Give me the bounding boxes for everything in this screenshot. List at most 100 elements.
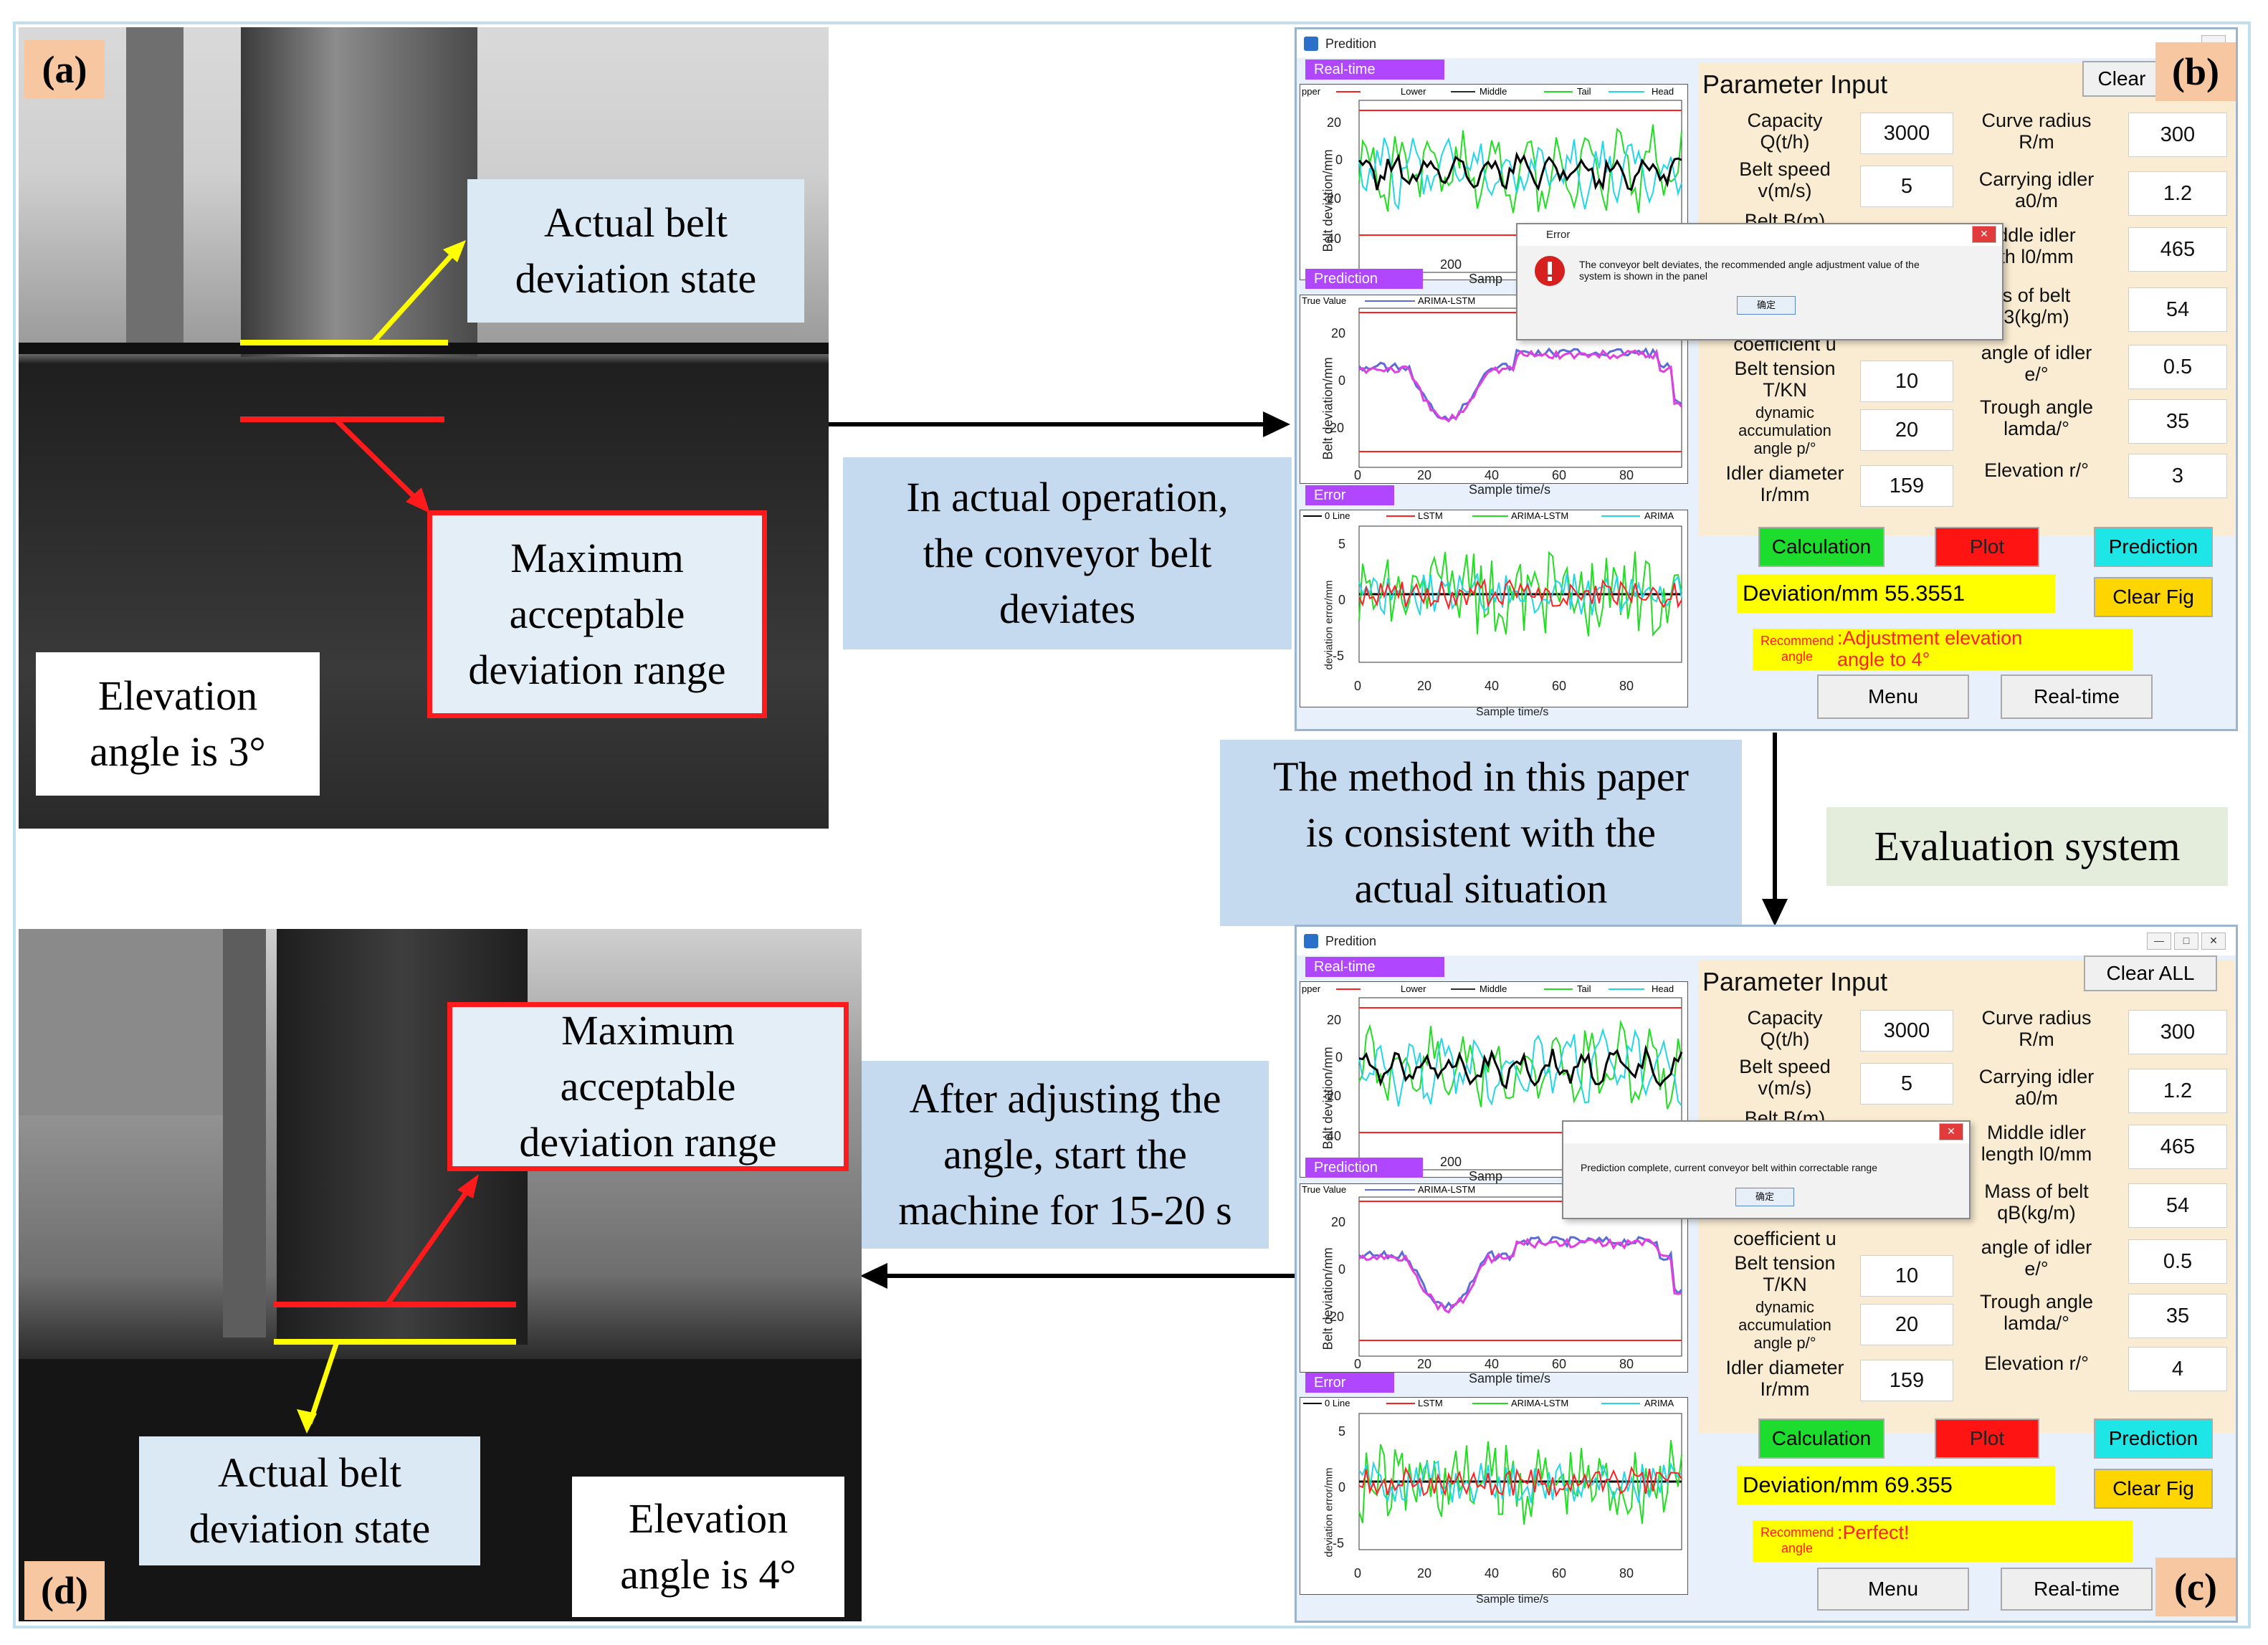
belt-mass-field[interactable]: 54 — [2128, 287, 2227, 332]
param-label: Capacity Q(t/h) — [1747, 110, 1823, 153]
pred-xtick-0: 0 — [1354, 1357, 1362, 1371]
param-label: Middle idler length l0/mm — [1981, 1122, 2092, 1165]
menu-button[interactable]: Menu — [1817, 674, 1969, 719]
deviation-display: Deviation/mm 69.355 — [1737, 1466, 2055, 1505]
belt-tension-field[interactable]: 10 — [1860, 361, 1953, 402]
calculation-button[interactable]: Calculation — [1758, 1418, 1885, 1459]
realtime-button[interactable]: Real-time — [2001, 1568, 2153, 1611]
err-ytick-0: 0 — [1338, 593, 1346, 607]
error-xlabel: Sample time/s — [1476, 706, 1549, 718]
true-value-trace — [1358, 1236, 1683, 1310]
close-icon[interactable]: ✕ — [2201, 933, 2226, 950]
after-adjusting-callout: After adjusting the angle, start the mac… — [862, 1061, 1269, 1249]
belt-speed-field[interactable]: 5 — [1860, 1063, 1953, 1105]
legend-middle: Middle — [1480, 86, 1507, 97]
dialog-close-icon[interactable]: ✕ — [1972, 226, 1996, 243]
param-label: angle of idler e/° — [1981, 342, 2092, 385]
elevation-field[interactable]: 4 — [2128, 1347, 2227, 1391]
belt-speed-field[interactable]: 5 — [1860, 166, 1953, 207]
clear-all-button[interactable]: Clear ALL — [2084, 955, 2217, 991]
param-label: coefficient u — [1733, 1228, 1836, 1249]
error-dialog: Error ✕ The conveyor belt deviates, the … — [1516, 223, 2003, 340]
carrying-idler-field[interactable]: 1.2 — [2128, 171, 2227, 216]
calculation-button[interactable]: Calculation — [1758, 527, 1885, 567]
err-xtick-80: 80 — [1619, 1566, 1634, 1580]
pred-ytick-20: 20 — [1331, 326, 1346, 340]
legend-true-value: True Value — [1302, 1184, 1346, 1195]
realtime-button[interactable]: Real-time — [2001, 674, 2153, 719]
plot-button[interactable]: Plot — [1935, 527, 2039, 567]
prediction-button[interactable]: Prediction — [2094, 1418, 2213, 1459]
parameter-input-title: Parameter Input — [1702, 70, 1888, 99]
prediction-xlabel: Sample time/s — [1469, 482, 1551, 497]
method-consistent-callout: The method in this paper is consistent w… — [1220, 740, 1742, 926]
param-label: angle of idler e/° — [1981, 1236, 2092, 1279]
actual-operation-callout: In actual operation, the conveyor belt d… — [843, 457, 1292, 649]
curve-radius-field[interactable]: 300 — [2128, 1010, 2227, 1054]
error-series — [1358, 1439, 1682, 1525]
app-window-b: Predition — Real-time pper Lower Middle … — [1295, 27, 2238, 731]
param-label: dynamic accumulation angle p/° — [1738, 1298, 1831, 1352]
capacity-field[interactable]: 3000 — [1860, 1010, 1953, 1052]
realtime-plot: pper Lower Middle Tail Head — [1300, 981, 1688, 1178]
idler-diameter-field[interactable]: 159 — [1860, 465, 1953, 507]
pred-xtick-0: 0 — [1354, 468, 1362, 482]
deviation-display: Deviation/mm 55.3551 — [1737, 574, 2055, 613]
param-label: Curve radius R/m — [1981, 1007, 2092, 1050]
err-xtick-60: 60 — [1552, 679, 1567, 693]
dialog-ok-button[interactable]: 确定 — [1735, 1188, 1794, 1206]
upper-trace — [1358, 1044, 1683, 1090]
param-label: Capacity Q(t/h) — [1747, 1007, 1823, 1050]
err-ytick-m5: -5 — [1333, 649, 1345, 663]
err-ytick-m5: -5 — [1333, 1536, 1345, 1550]
prediction-button[interactable]: Prediction — [2094, 527, 2213, 567]
realtime-ytick-0: 0 — [1335, 153, 1343, 167]
belt-tension-field[interactable]: 10 — [1860, 1255, 1953, 1297]
trough-angle-field[interactable]: 35 — [2128, 399, 2227, 444]
pred-xtick-80: 80 — [1619, 1357, 1634, 1371]
minimize-icon[interactable]: — — [2147, 933, 2171, 950]
recommend-value: :Perfect! — [1837, 1522, 1910, 1543]
err-xtick-80: 80 — [1619, 679, 1634, 693]
err-ytick-0: 0 — [1338, 1480, 1346, 1494]
capacity-field[interactable]: 3000 — [1860, 113, 1953, 154]
clear-fig-button[interactable]: Clear Fig — [2094, 1469, 2213, 1509]
elevation-field[interactable]: 3 — [2128, 454, 2227, 498]
realtime-series — [1358, 1019, 1683, 1110]
curve-radius-field[interactable]: 300 — [2128, 113, 2227, 157]
recommend-angle-display: Recommend angle :Adjustment elevation an… — [1753, 627, 2133, 670]
prediction-plot-svg: True Value ARIMA-LSTM — [1302, 1184, 1683, 1357]
param-label: Idler diameter Ir/mm — [1725, 462, 1844, 505]
legend-zero-line: 0 Line — [1325, 510, 1350, 521]
dialog-ok-button[interactable]: 确定 — [1737, 296, 1796, 315]
accumulation-angle-field[interactable]: 20 — [1860, 409, 1953, 451]
arima-lstm-error-trace — [1358, 550, 1682, 637]
maximize-icon[interactable]: □ — [2174, 933, 2198, 950]
panel-d-elevation-callout: Elevation angle is 4° — [572, 1477, 844, 1617]
idler-diameter-field[interactable]: 159 — [1860, 1360, 1953, 1401]
error-tag: Error — [1305, 1373, 1394, 1393]
clear-fig-button[interactable]: Clear Fig — [2094, 577, 2213, 617]
arima-lstm-error-trace — [1358, 1439, 1682, 1525]
middle-idler-field[interactable]: 465 — [2128, 227, 2227, 272]
panel-a-markers — [240, 240, 466, 513]
clear-all-button[interactable]: Clear — [2082, 61, 2161, 97]
plot-button[interactable]: Plot — [1935, 1418, 2039, 1459]
parameter-input-title: Parameter Input — [1702, 967, 1888, 996]
middle-idler-field[interactable]: 465 — [2128, 1125, 2227, 1169]
head-trace — [1358, 137, 1682, 211]
menu-button[interactable]: Menu — [1817, 1568, 1969, 1611]
carrying-idler-field[interactable]: 1.2 — [2128, 1069, 2227, 1113]
matlab-icon — [1304, 37, 1318, 51]
pred-xtick-40: 40 — [1485, 468, 1500, 482]
realtime-ytick-m20: -20 — [1323, 1089, 1342, 1103]
belt-mass-field[interactable]: 54 — [2128, 1183, 2227, 1228]
dialog-close-icon[interactable]: ✕ — [1939, 1123, 1963, 1140]
idler-angle-field[interactable]: 0.5 — [2128, 345, 2227, 389]
accumulation-angle-field[interactable]: 20 — [1860, 1304, 1953, 1345]
err-xtick-0: 0 — [1354, 1566, 1362, 1580]
legend-error-arima-lstm: ARIMA-LSTM — [1511, 510, 1568, 521]
trough-angle-field[interactable]: 35 — [2128, 1294, 2227, 1338]
legend-arima-lstm: ARIMA-LSTM — [1418, 295, 1475, 306]
idler-angle-field[interactable]: 0.5 — [2128, 1239, 2227, 1284]
